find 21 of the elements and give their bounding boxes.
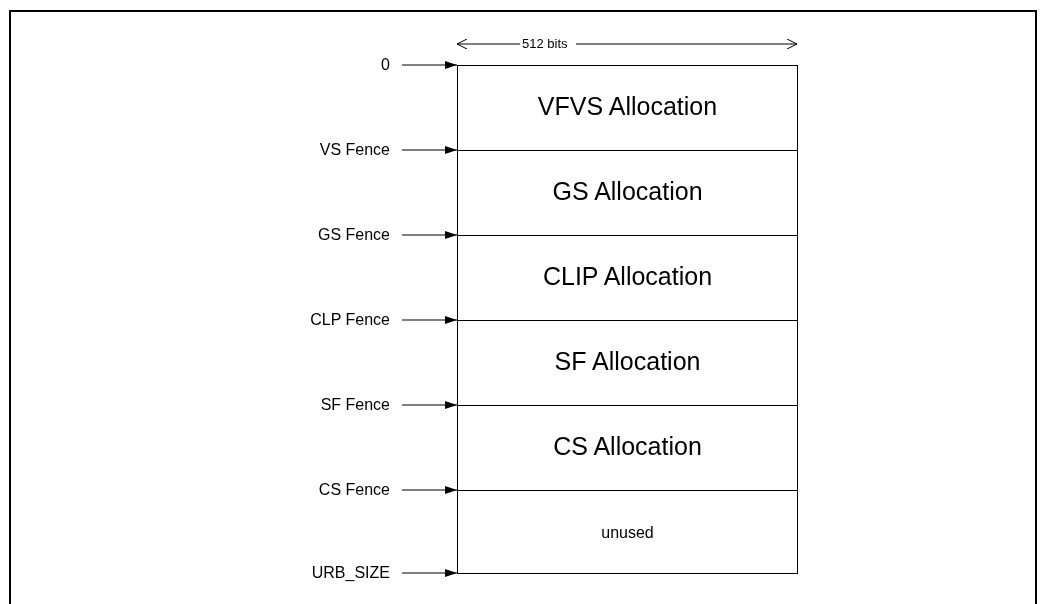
arrow bbox=[401, 486, 458, 494]
memory-region: SF Allocation bbox=[457, 320, 798, 406]
memory-region: GS Allocation bbox=[457, 150, 798, 236]
memory-region: unused bbox=[457, 490, 798, 574]
dimension-label: 512 bits bbox=[522, 36, 568, 52]
arrow bbox=[401, 146, 458, 154]
fence-label: CS Fence bbox=[318, 480, 390, 500]
arrow bbox=[401, 569, 458, 577]
arrow bbox=[401, 316, 458, 324]
fence-label: 0 bbox=[381, 55, 390, 75]
memory-region: CS Allocation bbox=[457, 405, 798, 491]
fence-label: URB_SIZE bbox=[311, 563, 390, 583]
fence-label: CLP Fence bbox=[310, 310, 390, 330]
fence-label: VS Fence bbox=[319, 140, 390, 160]
arrow bbox=[401, 61, 458, 69]
arrow bbox=[401, 401, 458, 409]
memory-region: VFVS Allocation bbox=[457, 65, 798, 151]
memory-region: CLIP Allocation bbox=[457, 235, 798, 321]
arrow bbox=[401, 231, 458, 239]
fence-label: SF Fence bbox=[320, 395, 390, 415]
fence-label: GS Fence bbox=[317, 225, 390, 245]
